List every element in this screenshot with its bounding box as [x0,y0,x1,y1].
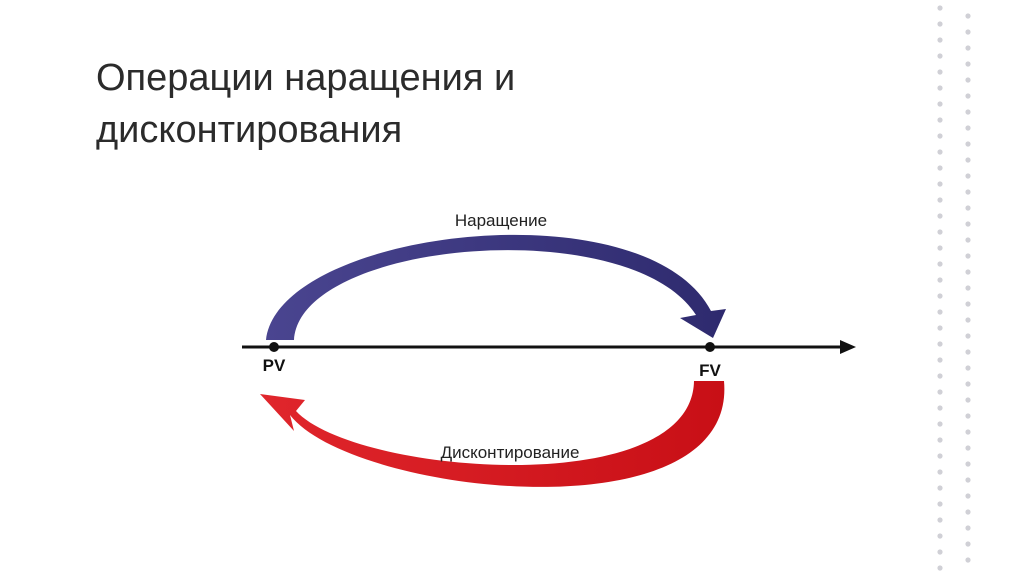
decorative-dot [965,509,971,515]
slide-title-line-1: Операции наращения и [96,57,516,99]
decorative-dot [965,189,971,195]
accrual-discounting-diagram: PV FV Наращение Дисконтирование [242,211,856,487]
decorative-dot [937,197,943,203]
accrual-arrow [266,234,726,340]
decorative-dot [965,61,971,67]
decorative-dot [965,157,971,163]
decorative-dot [937,165,943,171]
decorative-dot [965,237,971,243]
decorative-dot [965,93,971,99]
decorative-dot [937,453,943,459]
decorative-dot [937,549,943,555]
decorative-dot [965,253,971,259]
slide-title: Операции наращения и дисконтирования [96,52,696,156]
fv-label: FV [699,361,721,380]
decorative-dot [937,437,943,443]
discounting-label: Дисконтирование [441,443,580,462]
decorative-dot [965,125,971,131]
decorative-dot [937,357,943,363]
decorative-dot [937,533,943,539]
slide-title-line-2: дисконтирования [96,109,403,151]
decorative-dot [937,101,943,107]
decorative-dot [937,277,943,283]
decorative-dot [965,45,971,51]
decorative-dot [937,85,943,91]
decorative-dot [937,261,943,267]
decorative-dot [937,341,943,347]
decorative-dot [965,541,971,547]
decorative-dot [965,333,971,339]
decorative-dot [937,421,943,427]
decorative-dot [937,53,943,59]
decorative-dot [965,221,971,227]
decorative-dot [937,133,943,139]
decorative-dot [965,493,971,499]
discounting-arrow [260,381,725,487]
decorative-dot [937,501,943,507]
accrual-label: Наращение [455,211,547,230]
decorative-dot [965,365,971,371]
decorative-dot [937,229,943,235]
decorative-dot [965,77,971,83]
decorative-dot [965,349,971,355]
decorative-dot [965,173,971,179]
decorative-dot [965,285,971,291]
decorative-dot-border [937,5,971,571]
decorative-dot [937,293,943,299]
decorative-dot [937,245,943,251]
decorative-dot [937,213,943,219]
decorative-dot [937,389,943,395]
decorative-dot [937,117,943,123]
decorative-dot [937,37,943,43]
decorative-dot [965,557,971,563]
decorative-dot [965,205,971,211]
decorative-dot [965,269,971,275]
decorative-dot [937,405,943,411]
decorative-dot [937,5,943,11]
decorative-dot [937,181,943,187]
decorative-dot [937,373,943,379]
decorative-dot [937,309,943,315]
decorative-dot [937,565,943,571]
decorative-dot [965,413,971,419]
decorative-dot [965,461,971,467]
decorative-dot [937,325,943,331]
time-axis-arrowhead [840,340,856,354]
decorative-dot [965,141,971,147]
decorative-dot [965,525,971,531]
decorative-dot [965,109,971,115]
decorative-dot [937,469,943,475]
decorative-dot [965,397,971,403]
decorative-dot [937,485,943,491]
fv-point [705,342,715,352]
decorative-dot [965,317,971,323]
decorative-dot [965,445,971,451]
decorative-dot [937,69,943,75]
decorative-dot [937,21,943,27]
decorative-dot [965,13,971,19]
decorative-dot [965,429,971,435]
decorative-dot [965,301,971,307]
decorative-dot [965,381,971,387]
decorative-dot [965,29,971,35]
decorative-dot [937,149,943,155]
decorative-dot [965,477,971,483]
decorative-dot [937,517,943,523]
pv-label: PV [263,356,286,375]
pv-point [269,342,279,352]
